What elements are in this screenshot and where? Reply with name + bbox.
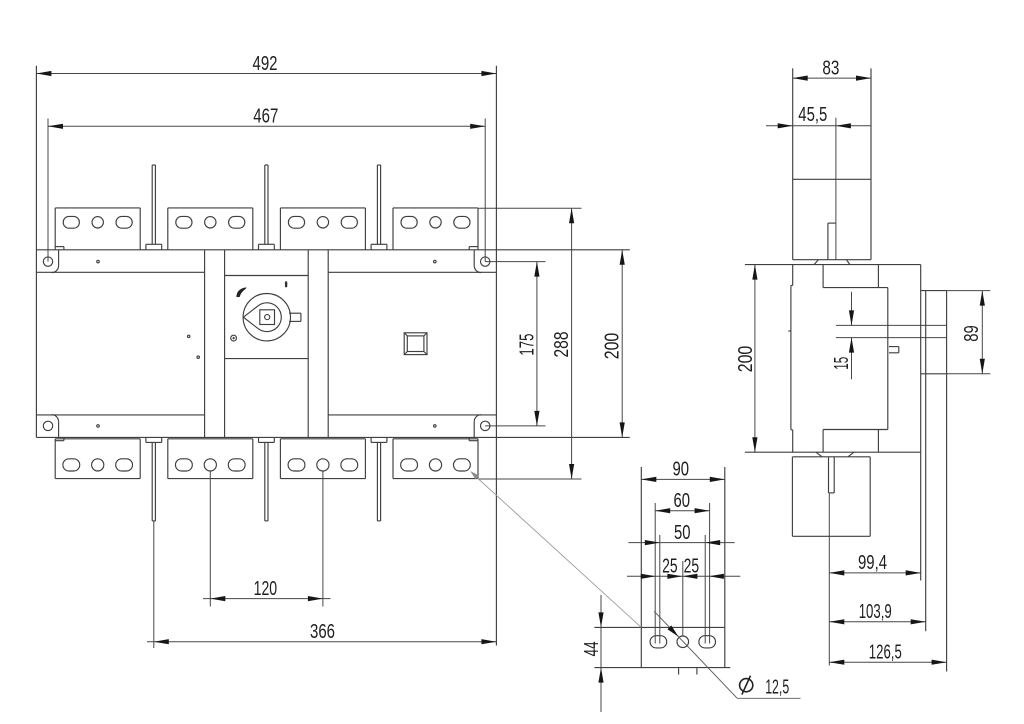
svg-text:25: 25 (662, 556, 678, 578)
svg-text:288: 288 (551, 332, 573, 358)
svg-text:200: 200 (735, 346, 757, 373)
svg-text:90: 90 (673, 459, 690, 481)
svg-text:467: 467 (253, 106, 278, 128)
svg-text:492: 492 (253, 53, 278, 75)
svg-text:25: 25 (684, 556, 700, 578)
svg-text:83: 83 (822, 57, 839, 79)
svg-text:175: 175 (516, 334, 538, 356)
svg-text:45,5: 45,5 (798, 104, 827, 126)
svg-text:44: 44 (581, 641, 603, 656)
svg-text:126,5: 126,5 (869, 641, 902, 663)
svg-text:60: 60 (673, 490, 690, 512)
svg-text:99,4: 99,4 (858, 552, 887, 574)
svg-text:50: 50 (674, 522, 691, 544)
svg-text:89: 89 (961, 325, 983, 342)
svg-text:12,5: 12,5 (765, 676, 789, 698)
svg-text:366: 366 (310, 621, 335, 643)
svg-text:120: 120 (254, 578, 278, 600)
svg-text:15: 15 (831, 357, 853, 370)
svg-text:200: 200 (602, 333, 624, 360)
svg-text:103,9: 103,9 (859, 601, 892, 623)
